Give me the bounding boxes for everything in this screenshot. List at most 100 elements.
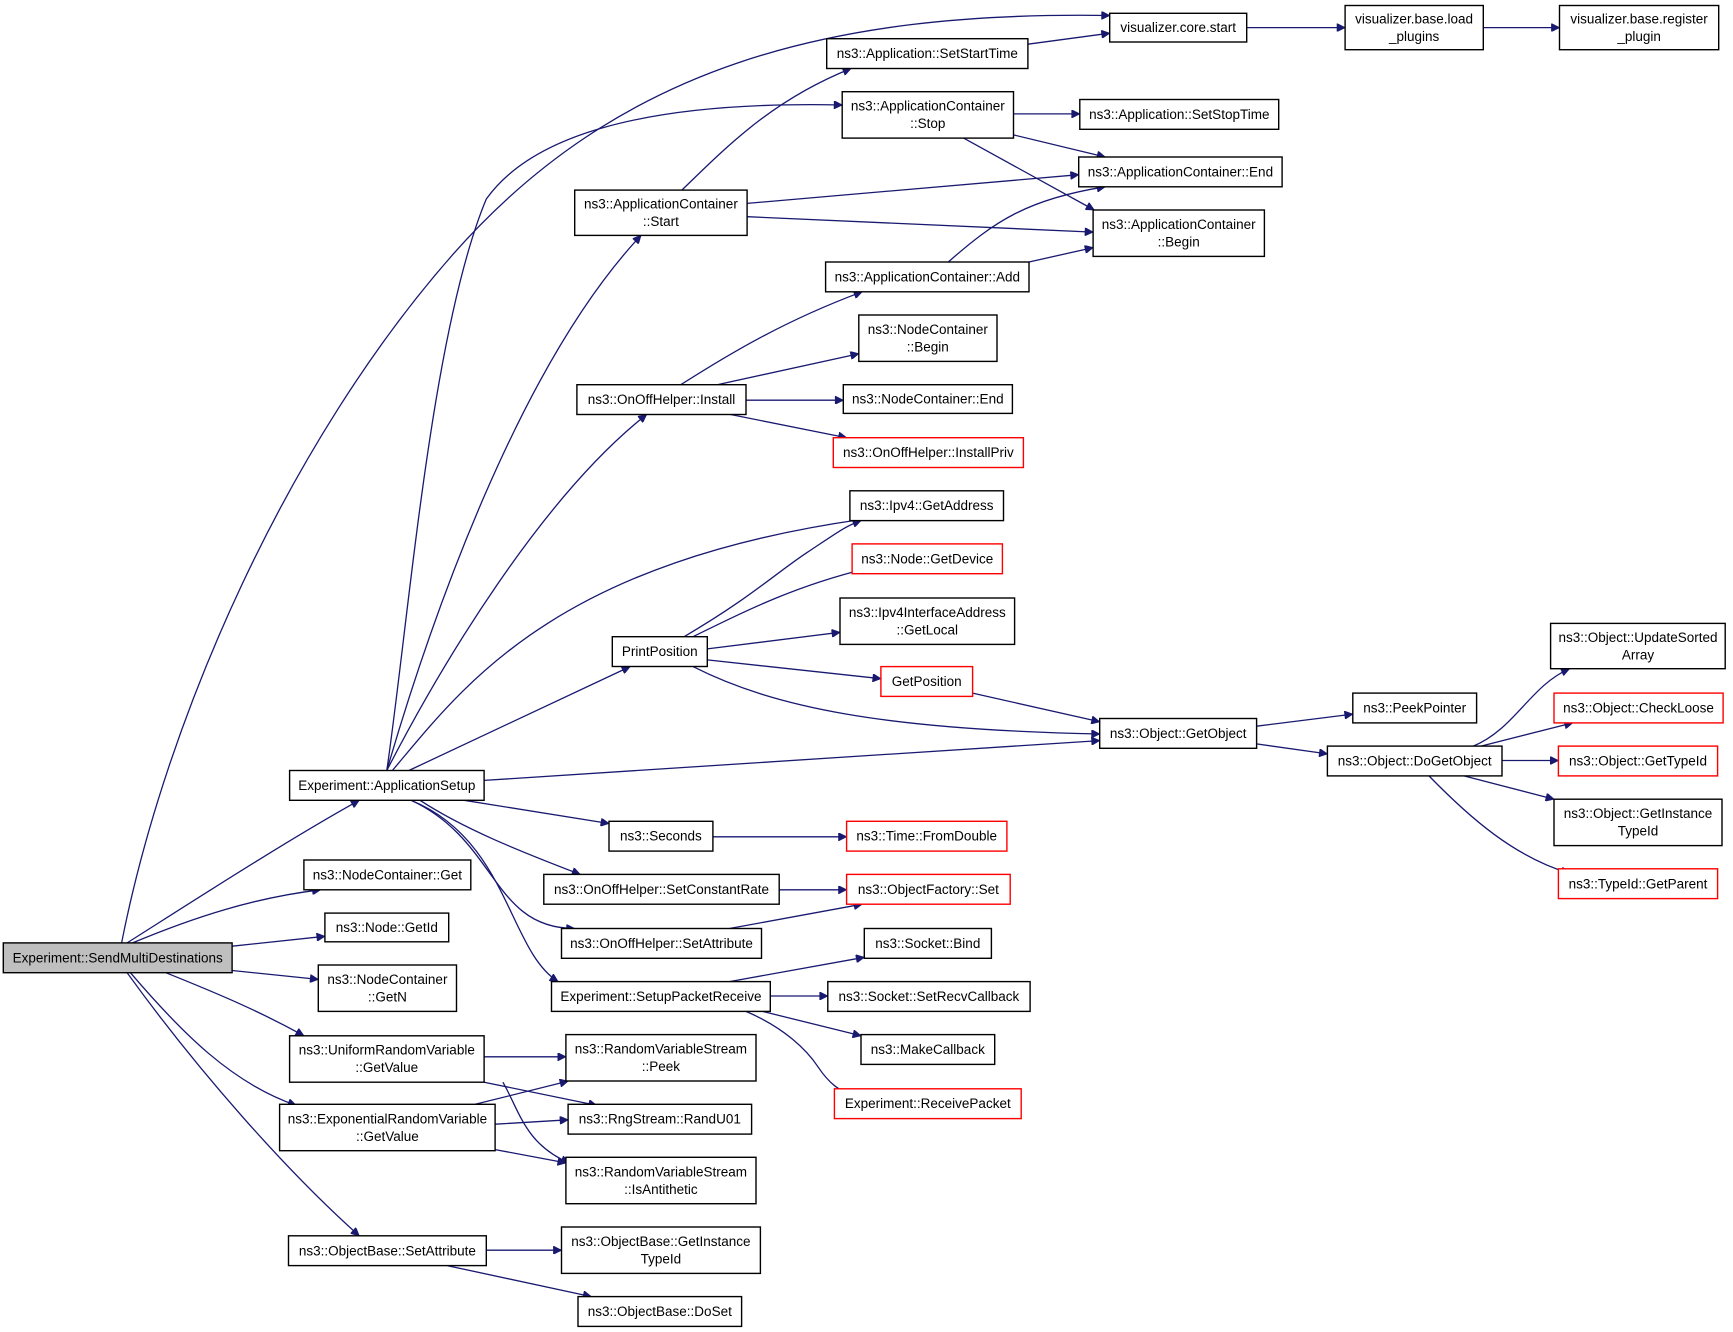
node-box[interactable]	[287, 1235, 488, 1267]
node-n13[interactable]: ns3::Application::SetStopTime	[1079, 98, 1280, 130]
node-n16[interactable]: ns3::ApplicationContainer::Start	[574, 189, 748, 237]
node-n17[interactable]: ns3::ApplicationContainer::Add	[824, 261, 1030, 293]
node-n20[interactable]: ns3::NodeContainer::End	[842, 384, 1014, 415]
node-box[interactable]	[858, 314, 998, 363]
node-n46[interactable]: ns3::RngStream::RandU01	[567, 1103, 753, 1135]
node-n10[interactable]: visualizer.base.register_plugin	[1558, 4, 1720, 51]
node-box[interactable]	[560, 927, 763, 959]
node-box[interactable]	[841, 90, 1015, 139]
node-n4[interactable]: ns3::NodeContainer::GetN	[317, 964, 458, 1013]
node-box[interactable]	[824, 261, 1030, 293]
node-box[interactable]	[845, 873, 1011, 905]
node-n1[interactable]: Experiment::ApplicationSetup	[288, 769, 485, 801]
node-box[interactable]	[1344, 4, 1484, 51]
node-box[interactable]	[1557, 745, 1719, 777]
node-n22[interactable]: ns3::Ipv4::GetAddress	[849, 490, 1005, 522]
node-box[interactable]	[833, 1088, 1022, 1120]
node-n44[interactable]: Experiment::ReceivePacket	[833, 1088, 1022, 1120]
node-box[interactable]	[543, 873, 780, 905]
node-box[interactable]	[1553, 798, 1723, 847]
node-n14[interactable]: ns3::ApplicationContainer::End	[1077, 156, 1283, 188]
node-box[interactable]	[1326, 745, 1503, 777]
node-box[interactable]	[577, 1295, 743, 1328]
node-box[interactable]	[1077, 156, 1283, 188]
node-box[interactable]	[288, 769, 485, 801]
node-n43[interactable]: ns3::MakeCallback	[860, 1033, 996, 1066]
node-n2[interactable]: ns3::NodeContainer::Get	[303, 859, 472, 891]
node-n34[interactable]: ns3::TypeId::GetParent	[1557, 868, 1719, 900]
node-box[interactable]	[565, 1156, 757, 1205]
node-box[interactable]	[851, 543, 1004, 575]
node-box[interactable]	[611, 636, 708, 668]
node-n15[interactable]: ns3::ApplicationContainer::Begin	[1092, 209, 1266, 258]
node-box[interactable]	[849, 490, 1005, 522]
node-box[interactable]	[1079, 98, 1280, 130]
node-box[interactable]	[842, 384, 1014, 415]
node-box[interactable]	[288, 1035, 485, 1083]
node-n31[interactable]: ns3::Object::CheckLoose	[1553, 692, 1724, 724]
node-n42[interactable]: ns3::Socket::SetRecvCallback	[827, 980, 1031, 1013]
node-box[interactable]	[574, 189, 748, 237]
node-box[interactable]	[608, 820, 714, 852]
node-n35[interactable]: ns3::Seconds	[608, 820, 714, 852]
node-n27[interactable]: ns3::Object::GetObject	[1098, 717, 1258, 749]
node-n6[interactable]: ns3::ExponentialRandomVariable::GetValue	[278, 1103, 496, 1152]
node-n0[interactable]: Experiment::SendMultiDestinations	[2, 942, 233, 974]
node-n7[interactable]: ns3::ObjectBase::SetAttribute	[287, 1235, 488, 1267]
node-box[interactable]	[2, 942, 233, 974]
node-box[interactable]	[550, 980, 772, 1013]
node-n8[interactable]: visualizer.core.start	[1108, 12, 1248, 43]
node-box[interactable]	[567, 1103, 753, 1135]
node-box[interactable]	[324, 912, 450, 943]
node-n5[interactable]: ns3::UniformRandomVariable::GetValue	[288, 1035, 485, 1083]
node-n40[interactable]: Experiment::SetupPacketReceive	[550, 980, 772, 1013]
node-n3[interactable]: ns3::Node::GetId	[324, 912, 450, 943]
node-n18[interactable]: ns3::NodeContainer::Begin	[858, 314, 998, 363]
node-n9[interactable]: visualizer.base.load_plugins	[1344, 4, 1484, 51]
node-n25[interactable]: PrintPosition	[611, 636, 708, 668]
node-box[interactable]	[845, 820, 1008, 852]
node-box[interactable]	[1558, 4, 1720, 51]
node-box[interactable]	[1098, 717, 1258, 749]
node-box[interactable]	[1092, 209, 1266, 258]
node-box[interactable]	[317, 964, 458, 1013]
node-box[interactable]	[863, 927, 993, 959]
node-box[interactable]	[560, 1226, 762, 1275]
node-box[interactable]	[1557, 868, 1719, 900]
node-n24[interactable]: ns3::Ipv4InterfaceAddress::GetLocal	[839, 597, 1016, 646]
node-n28[interactable]: ns3::PeekPointer	[1352, 692, 1478, 724]
node-box[interactable]	[832, 437, 1025, 469]
node-n37[interactable]: ns3::OnOffHelper::SetConstantRate	[543, 873, 780, 905]
node-box[interactable]	[303, 859, 472, 891]
node-box[interactable]	[826, 38, 1029, 70]
node-n45[interactable]: ns3::RandomVariableStream::Peek	[565, 1033, 757, 1082]
node-n32[interactable]: ns3::Object::GetTypeId	[1557, 745, 1719, 777]
node-n29[interactable]: ns3::Object::DoGetObject	[1326, 745, 1503, 777]
node-box[interactable]	[278, 1103, 496, 1152]
node-box[interactable]	[839, 597, 1016, 646]
node-box[interactable]	[827, 980, 1031, 1013]
node-n19[interactable]: ns3::OnOffHelper::Install	[576, 384, 747, 416]
node-box[interactable]	[1352, 692, 1478, 724]
node-n21[interactable]: ns3::OnOffHelper::InstallPriv	[832, 437, 1025, 469]
node-box[interactable]	[880, 665, 974, 698]
node-box[interactable]	[576, 384, 747, 416]
node-n47[interactable]: ns3::RandomVariableStream::IsAntithetic	[565, 1156, 757, 1205]
node-n26[interactable]: GetPosition	[880, 665, 974, 698]
node-box[interactable]	[1553, 692, 1724, 724]
node-box[interactable]	[565, 1033, 757, 1082]
node-box[interactable]	[860, 1033, 996, 1066]
node-n49[interactable]: ns3::ObjectBase::DoSet	[577, 1295, 743, 1328]
node-n23[interactable]: ns3::Node::GetDevice	[851, 543, 1004, 575]
node-n12[interactable]: ns3::ApplicationContainer::Stop	[841, 90, 1015, 139]
node-n11[interactable]: ns3::Application::SetStartTime	[826, 38, 1029, 70]
node-n39[interactable]: ns3::OnOffHelper::SetAttribute	[560, 927, 763, 959]
node-box[interactable]	[1549, 622, 1726, 670]
node-n36[interactable]: ns3::Time::FromDouble	[845, 820, 1008, 852]
node-box[interactable]	[1108, 12, 1248, 43]
node-n38[interactable]: ns3::ObjectFactory::Set	[845, 873, 1011, 905]
node-n41[interactable]: ns3::Socket::Bind	[863, 927, 993, 959]
